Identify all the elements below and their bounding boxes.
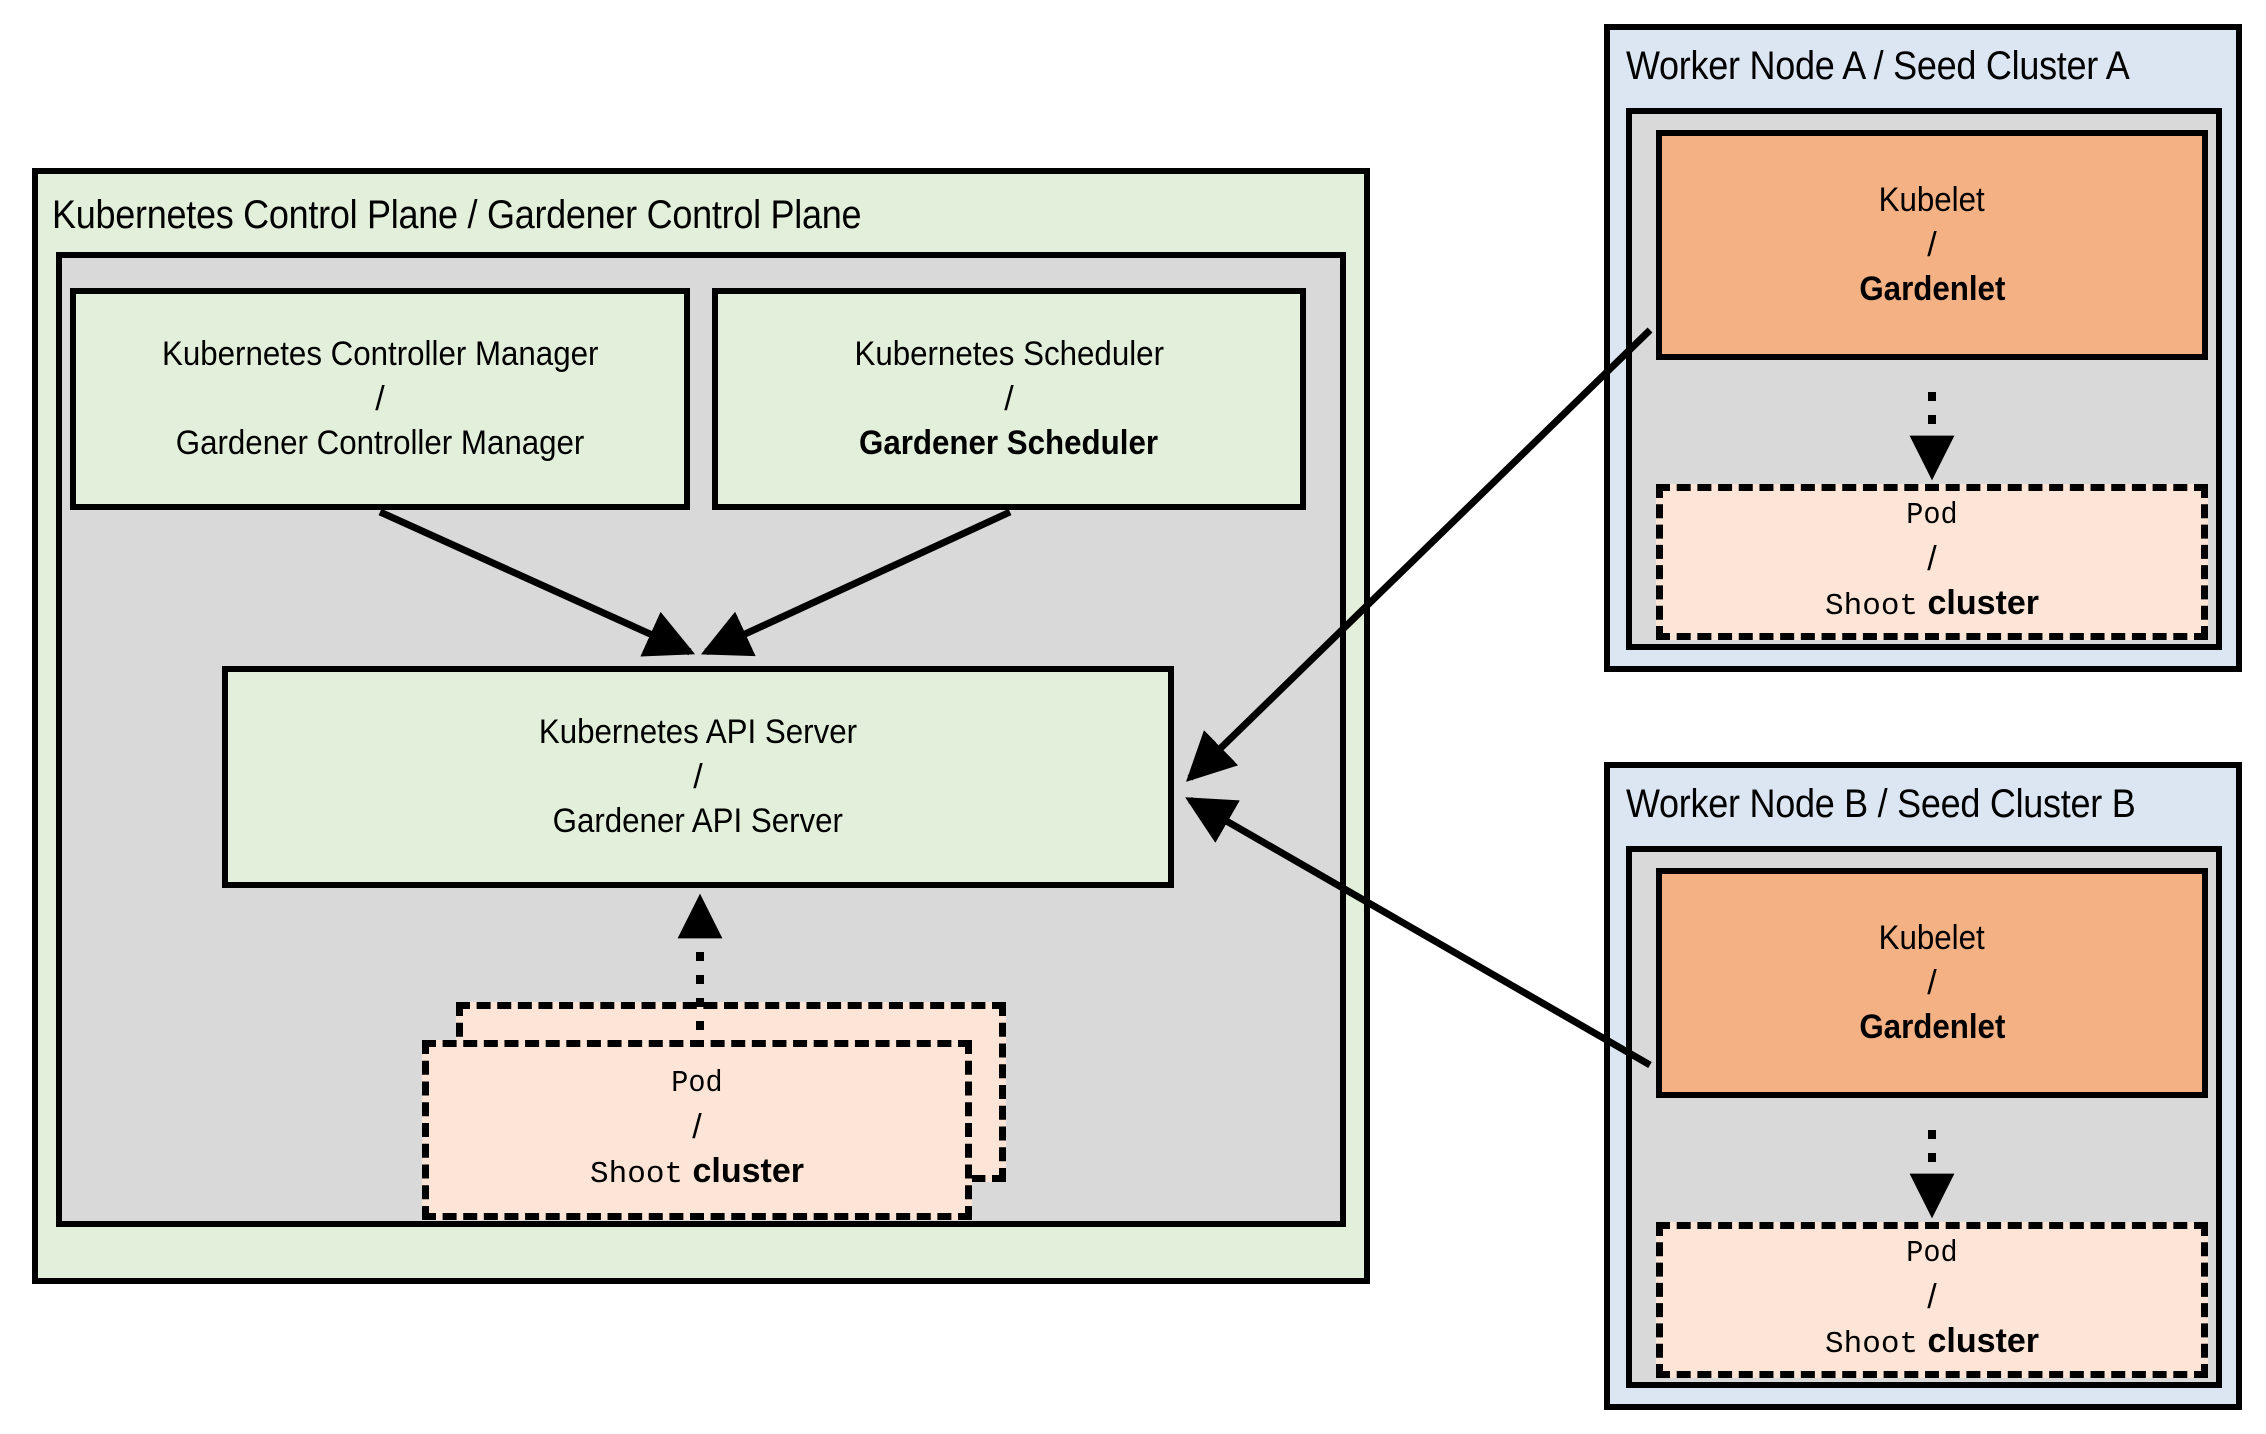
control-plane-pod-shoot: Shoot	[590, 1157, 684, 1193]
worker-node-b-pod-line1: Pod	[1906, 1235, 1958, 1271]
controller-manager-separator: /	[375, 379, 385, 418]
worker-node-b-pod-cluster: cluster	[1927, 1322, 2039, 1361]
worker-node-a-kubelet-separator: /	[1927, 225, 1937, 264]
worker-node-a-pod-box[interactable]: Pod / Shoot cluster	[1656, 484, 2208, 640]
control-plane-title: Kubernetes Control Plane / Gardener Cont…	[52, 193, 862, 237]
worker-node-b-kubelet-line1: Kubelet	[1878, 918, 1986, 957]
control-plane-pod-box[interactable]: Pod / Shoot cluster	[422, 1040, 972, 1220]
worker-node-a-kubelet-line2: Gardenlet	[1858, 270, 2006, 309]
scheduler-box[interactable]: Kubernetes Scheduler / Gardener Schedule…	[712, 288, 1306, 510]
worker-node-a-pod-line2: Shoot cluster	[1825, 581, 2039, 628]
control-plane-pod-cluster: cluster	[692, 1152, 804, 1191]
worker-node-b-pod-box[interactable]: Pod / Shoot cluster	[1656, 1222, 2208, 1378]
scheduler-line1: Kubernetes Scheduler	[854, 334, 1164, 373]
api-server-separator: /	[693, 757, 703, 796]
scheduler-line2: Gardener Scheduler	[859, 424, 1159, 463]
worker-node-b-kubelet-box[interactable]: Kubelet / Gardenlet	[1656, 868, 2208, 1098]
scheduler-separator: /	[1004, 379, 1014, 418]
worker-node-a-pod-shoot: Shoot	[1825, 589, 1919, 625]
worker-node-a-pod-cluster: cluster	[1927, 584, 2039, 623]
worker-node-a-pod-line1: Pod	[1906, 497, 1958, 533]
api-server-box[interactable]: Kubernetes API Server / Gardener API Ser…	[222, 666, 1174, 888]
control-plane-pod-separator: /	[692, 1107, 702, 1146]
worker-node-b-pod-shoot: Shoot	[1825, 1327, 1919, 1363]
worker-node-a-pod-separator: /	[1927, 539, 1937, 578]
worker-node-a-kubelet-line1: Kubelet	[1878, 180, 1986, 219]
controller-manager-box[interactable]: Kubernetes Controller Manager / Gardener…	[70, 288, 690, 510]
worker-node-a-kubelet-box[interactable]: Kubelet / Gardenlet	[1656, 130, 2208, 360]
worker-node-a-title: Worker Node A / Seed Cluster A	[1626, 44, 2130, 88]
worker-node-b-kubelet-separator: /	[1927, 963, 1937, 1002]
controller-manager-line1: Kubernetes Controller Manager	[161, 334, 599, 373]
api-server-line1: Kubernetes API Server	[538, 712, 858, 751]
controller-manager-line2: Gardener Controller Manager	[175, 424, 585, 463]
worker-node-b-kubelet-line2: Gardenlet	[1858, 1008, 2006, 1047]
worker-node-b-pod-separator: /	[1927, 1277, 1937, 1316]
api-server-line2: Gardener API Server	[552, 802, 844, 841]
control-plane-pod-line1: Pod	[671, 1065, 723, 1101]
worker-node-b-pod-line2: Shoot cluster	[1825, 1319, 2039, 1366]
worker-node-b-title: Worker Node B / Seed Cluster B	[1626, 782, 2136, 826]
control-plane-pod-line2: Shoot cluster	[590, 1149, 804, 1196]
